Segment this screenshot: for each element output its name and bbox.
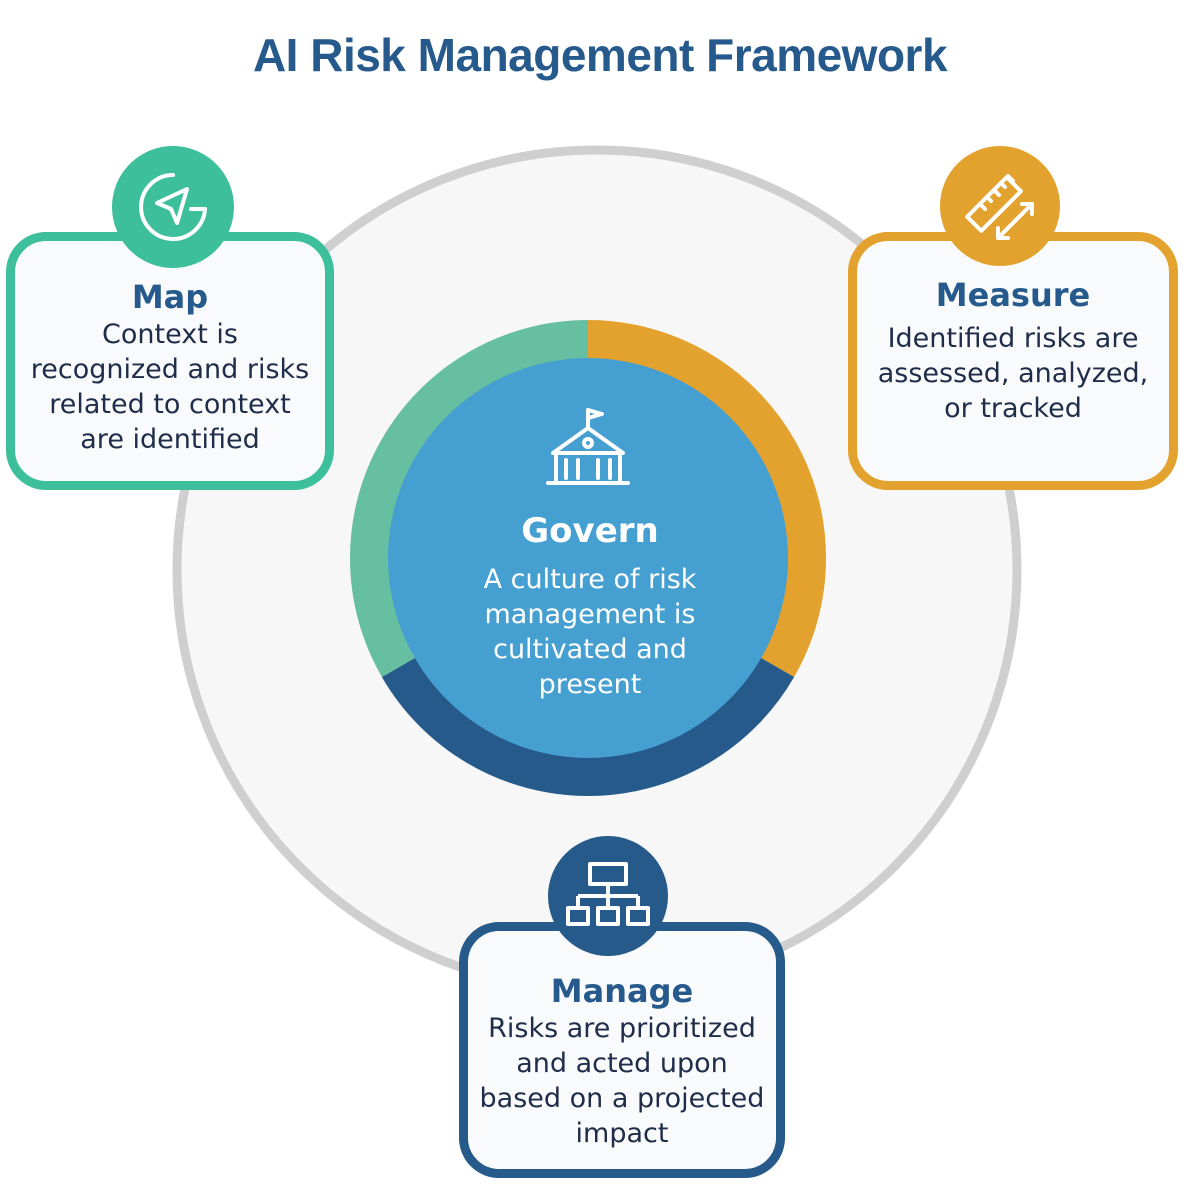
measure-card: Measure Identified risks are assessed, a… [848, 232, 1178, 490]
ruler-measure-icon [965, 174, 1034, 240]
manage-icon-circle [548, 836, 668, 956]
hierarchy-chart-icon [566, 862, 650, 926]
map-description: Context is recognized and risks related … [30, 319, 310, 455]
manage-arc [381, 656, 795, 797]
map-card: Map Context is recognized and risks rela… [6, 232, 334, 490]
govern-circle [388, 358, 788, 758]
navigation-arrow-icon [139, 173, 207, 241]
measure-arc [587, 320, 826, 677]
inner-ring [350, 320, 826, 797]
measure-icon-circle [940, 146, 1060, 266]
map-icon-circle [112, 146, 234, 268]
govern-title: Govern [521, 511, 659, 551]
govern-description: A culture of risk management is cultivat… [483, 564, 697, 700]
map-arc [350, 320, 589, 677]
manage-title: Manage [550, 972, 694, 1010]
map-title: Map [131, 278, 209, 316]
measure-description: Identified risks are assessed, analyzed,… [877, 323, 1149, 424]
manage-description: Risks are prioritized and acted upon bas… [479, 1013, 765, 1149]
manage-card: Manage Risks are prioritized and acted u… [459, 922, 785, 1178]
measure-title: Measure [935, 276, 1091, 314]
school-building-icon [546, 408, 630, 485]
page-title: AI Risk Management Framework [252, 29, 948, 81]
govern-section: Govern A culture of risk management is c… [440, 508, 740, 702]
